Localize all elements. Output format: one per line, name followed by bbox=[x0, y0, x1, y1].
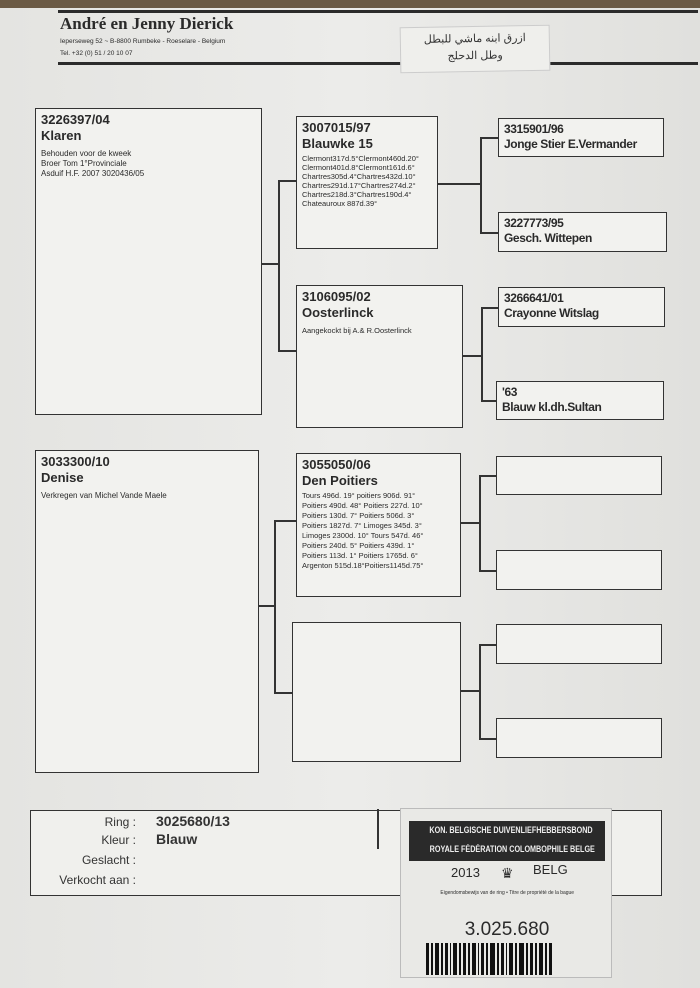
connector bbox=[463, 355, 481, 357]
pigeon-name: Gesch. Wittepen bbox=[504, 231, 592, 245]
ss-sire-box: 3315901/96 Jonge Stier E.Vermander bbox=[498, 118, 664, 157]
ring-label: Ring : bbox=[104, 815, 136, 829]
connector bbox=[479, 738, 496, 740]
dd-dam-box bbox=[496, 718, 662, 758]
connector bbox=[262, 263, 278, 265]
pigeon-name: Klaren bbox=[41, 128, 82, 143]
pigeon-name: Denise bbox=[41, 470, 84, 485]
dd-sire-box bbox=[496, 624, 662, 664]
ring-number: '63 bbox=[502, 385, 518, 399]
breeder-phone: Tel. +32 (0) 51 / 20 10 07 bbox=[60, 50, 133, 57]
ring-number: 3007015/97 bbox=[302, 120, 371, 135]
barcode-icon bbox=[426, 943, 586, 975]
sold-row: Verkocht aan : bbox=[31, 873, 371, 891]
ring-number: 3055050/06 bbox=[302, 457, 371, 472]
photo-edge bbox=[0, 0, 700, 8]
sire-box: 3226397/04 Klaren Behouden voor de kweek… bbox=[35, 108, 262, 415]
ring-country: BELG bbox=[533, 862, 568, 877]
pigeon-info: Tours 496d. 19° poitiers 906d. 91° Poiti… bbox=[302, 491, 424, 570]
ring-number: 3315901/96 bbox=[504, 122, 564, 136]
sex-row: Geslacht : bbox=[31, 853, 371, 871]
divider bbox=[377, 809, 379, 849]
connector bbox=[259, 605, 274, 607]
header-rule-top bbox=[58, 10, 698, 13]
sd-sire-box: 3266641/01 Crayonne Witslag bbox=[498, 287, 665, 327]
dam-box: 3033300/10 Denise Verkregen van Michel V… bbox=[35, 450, 259, 773]
breeder-address: Ieperseweg 52 ~ B-8800 Rumbeke - Roesela… bbox=[60, 38, 226, 45]
header-rule-bottom bbox=[58, 62, 698, 65]
dam-dam-box bbox=[292, 622, 461, 762]
sex-label: Geslacht : bbox=[81, 853, 136, 867]
pigeon-name: Blauw kl.dh.Sultan bbox=[502, 400, 602, 414]
connector bbox=[274, 520, 296, 522]
connector bbox=[481, 307, 498, 309]
crown-icon: ♛ bbox=[501, 865, 514, 881]
connector bbox=[461, 690, 479, 692]
ring-number: 3033300/10 bbox=[41, 454, 110, 469]
color-label: Kleur : bbox=[101, 833, 136, 847]
pigeon-name: Crayonne Witslag bbox=[504, 306, 599, 320]
ring-year: 2013 bbox=[451, 865, 480, 880]
sire-dam-box: 3106095/02 Oosterlinck Aangekockt bij A.… bbox=[296, 285, 463, 428]
dam-sire-box: 3055050/06 Den Poitiers Tours 496d. 19° … bbox=[296, 453, 461, 597]
connector bbox=[461, 522, 479, 524]
connector bbox=[481, 307, 483, 401]
pigeon-name: Blauwke 15 bbox=[302, 136, 373, 151]
ring-number: 3106095/02 bbox=[302, 289, 371, 304]
connector bbox=[274, 692, 292, 694]
sire-sire-box: 3007015/97 Blauwke 15 Clermont317d.5°Cle… bbox=[296, 116, 438, 249]
color-row: Kleur : Blauw bbox=[31, 831, 371, 851]
note-line: وطل الدحلج bbox=[447, 49, 503, 63]
pigeon-info: Behouden voor de kweek Broer Tom 1°Provi… bbox=[41, 149, 145, 178]
sold-label: Verkocht aan : bbox=[59, 873, 136, 887]
ring-row: Ring : 3025680/13 bbox=[31, 813, 371, 833]
connector bbox=[479, 570, 496, 572]
ring-number: 3266641/01 bbox=[504, 291, 564, 305]
connector bbox=[479, 475, 496, 477]
federation-name-nl: KON. BELGISCHE DUIVENLIEFHEBBERSBOND bbox=[429, 825, 593, 835]
connector bbox=[278, 180, 296, 182]
pigeon-info: Verkregen van Michel Vande Maele bbox=[41, 491, 167, 500]
connector bbox=[438, 183, 480, 185]
federation-line-nl: KON. BELGISCHE DUIVENLIEFHEBBERSBOND bbox=[409, 821, 605, 840]
connector bbox=[480, 137, 498, 139]
pigeon-info: Clermont317d.5°Clermont460d.20° Clermont… bbox=[302, 154, 419, 208]
connector bbox=[480, 137, 482, 232]
federation-band: KON. BELGISCHE DUIVENLIEFHEBBERSBOND ROY… bbox=[409, 821, 605, 861]
connector bbox=[278, 350, 296, 352]
connector bbox=[479, 644, 496, 646]
ring-number: 3227773/95 bbox=[504, 216, 564, 230]
breeder-name: André en Jenny Dierick bbox=[60, 14, 234, 33]
connector bbox=[481, 400, 496, 402]
pigeon-name: Jonge Stier E.Vermander bbox=[504, 137, 637, 151]
ds-sire-box bbox=[496, 456, 662, 495]
ring-value: 3025680/13 bbox=[156, 813, 230, 829]
ds-dam-box bbox=[496, 550, 662, 590]
color-value: Blauw bbox=[156, 831, 198, 847]
sd-dam-box: '63 Blauw kl.dh.Sultan bbox=[496, 381, 664, 420]
pigeon-name: Oosterlinck bbox=[302, 305, 374, 320]
connector bbox=[480, 232, 498, 234]
federation-line-fr: ROYALE FÉDÉRATION COLOMBOPHILE BELGE bbox=[409, 840, 605, 859]
ring-certificate-sticker: KON. BELGISCHE DUIVENLIEFHEBBERSBOND ROY… bbox=[400, 808, 612, 978]
federation-name-fr: ROYALE FÉDÉRATION COLOMBOPHILE BELGE bbox=[429, 844, 595, 854]
connector bbox=[479, 644, 481, 738]
certificate-subtitle-row: Eigendomsbewijs van de ring • Titre de p… bbox=[409, 890, 605, 896]
pigeon-name: Den Poitiers bbox=[302, 473, 378, 488]
ring-number: 3226397/04 bbox=[41, 112, 110, 127]
certificate-subtitle: Eigendomsbewijs van de ring • Titre de p… bbox=[440, 890, 574, 896]
connector bbox=[274, 520, 276, 692]
pigeon-info: Aangekockt bij A.& R.Oosterlinck bbox=[302, 326, 412, 335]
connector bbox=[479, 475, 481, 570]
ss-dam-box: 3227773/95 Gesch. Wittepen bbox=[498, 212, 667, 252]
ring-serial: 3.025.680 bbox=[464, 919, 550, 940]
connector bbox=[278, 180, 280, 350]
